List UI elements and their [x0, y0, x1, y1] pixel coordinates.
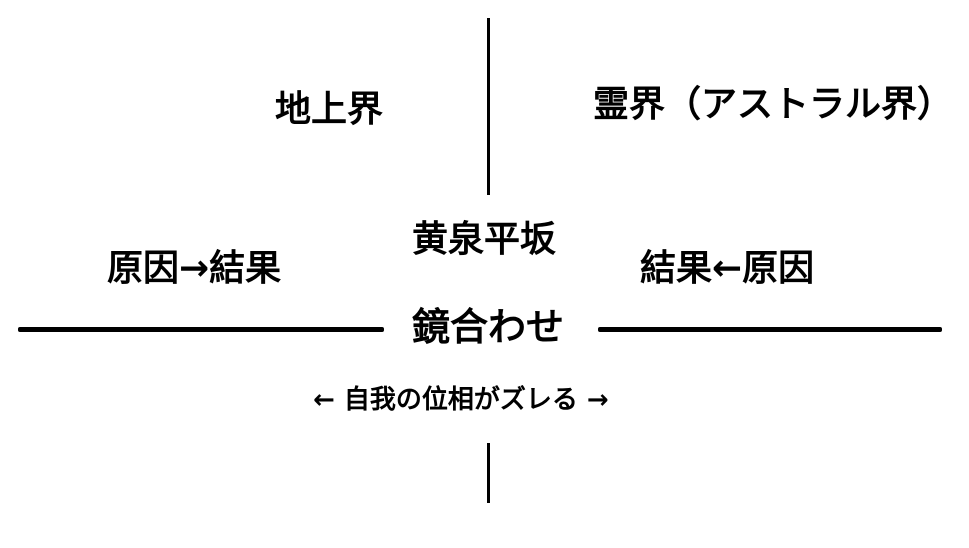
mirror-label: 鏡合わせ [412, 305, 565, 349]
phase-shift-label: ← 自我の位相がズレる → [313, 385, 609, 415]
physical-world-label: 地上界 [275, 89, 384, 130]
horizontal-divider-left [18, 327, 384, 332]
right-causality-label: 結果←原因 [640, 248, 815, 289]
vertical-divider-top [487, 18, 490, 195]
vertical-divider-bottom [487, 443, 490, 503]
left-causality-label: 原因→結果 [107, 248, 282, 289]
horizontal-divider-right [598, 327, 942, 332]
boundary-slope-label: 黄泉平坂 [412, 219, 557, 260]
astral-world-label: 霊界（アストラル界） [593, 84, 954, 125]
